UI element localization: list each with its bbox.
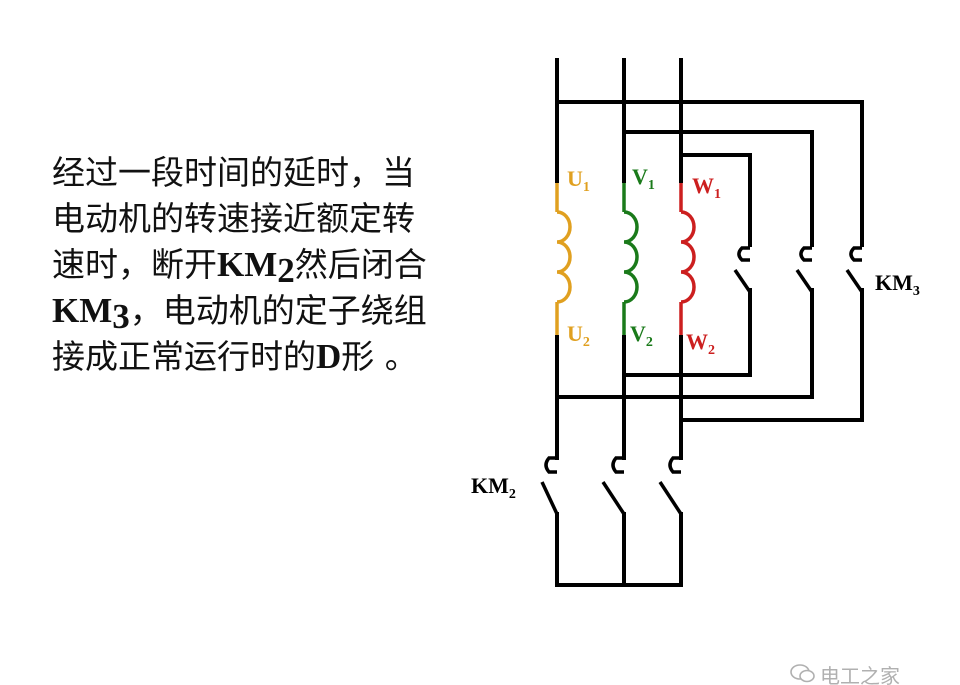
km3-wire-inner-top bbox=[679, 153, 752, 247]
km2-contact-1 bbox=[540, 456, 559, 515]
watermark-text: 电工之家 bbox=[820, 664, 900, 685]
description-line-3: 速时，断开KM2然后闭合 bbox=[52, 242, 492, 288]
description-line-1: 经过一段时间的延时，当 bbox=[52, 153, 415, 192]
km3-wire-middle-top bbox=[622, 130, 814, 247]
winding-v-coil bbox=[623, 210, 639, 304]
watermark: 电工之家 bbox=[790, 660, 960, 685]
label-u1: U1 bbox=[567, 166, 590, 195]
description-line-2: 电动机的转速接近额定转 bbox=[52, 199, 415, 238]
km2-contact-3 bbox=[658, 456, 683, 515]
label-v1: V1 bbox=[632, 164, 655, 193]
line4-text-b: ，电动机的定子绕组 bbox=[129, 291, 427, 330]
km2-contact-2 bbox=[601, 456, 626, 515]
label-v2: V2 bbox=[630, 321, 653, 350]
line4-km-sub: 3 bbox=[112, 297, 130, 336]
label-km2: KM2 bbox=[471, 473, 516, 502]
label-w2: W2 bbox=[686, 329, 715, 358]
label-w1: W1 bbox=[692, 173, 721, 202]
description-line-4: KM3，电动机的定子绕组 bbox=[52, 288, 492, 334]
winding-w bbox=[679, 183, 696, 335]
line3-km: KM bbox=[217, 245, 278, 284]
km3-contact-2 bbox=[795, 246, 814, 293]
label-km3: KM3 bbox=[875, 270, 920, 299]
line4-km: KM bbox=[52, 291, 113, 330]
winding-w-coil bbox=[680, 210, 696, 304]
km3-wire-inner-bottom bbox=[622, 288, 752, 377]
line5-text-b: 形 。 bbox=[341, 337, 418, 376]
winding-v bbox=[622, 183, 639, 335]
wechat-icon bbox=[790, 663, 820, 685]
km3-wire-middle-bottom bbox=[555, 288, 814, 399]
line5-text-a: 接成正常运行时的 bbox=[52, 337, 316, 376]
description-text: 经过一段时间的延时，当 电动机的转速接近额定转 速时，断开KM2然后闭合 KM3… bbox=[52, 150, 492, 380]
winding-u bbox=[555, 183, 572, 335]
km3-wire-outer-bottom bbox=[679, 288, 864, 422]
line3-text-b: 然后闭合 bbox=[294, 245, 427, 284]
label-u2: U2 bbox=[567, 321, 590, 350]
km3-contact-1 bbox=[733, 246, 752, 293]
line5-d: D bbox=[316, 337, 342, 376]
km3-contact-3 bbox=[845, 246, 864, 293]
description-line-5: 接成正常运行时的D形 。 bbox=[52, 334, 492, 380]
km3-wire-outer-top bbox=[555, 100, 864, 247]
line3-km-sub: 2 bbox=[277, 251, 295, 290]
line3-text-a: 速时，断开 bbox=[52, 245, 217, 284]
winding-u-coil bbox=[556, 210, 572, 304]
